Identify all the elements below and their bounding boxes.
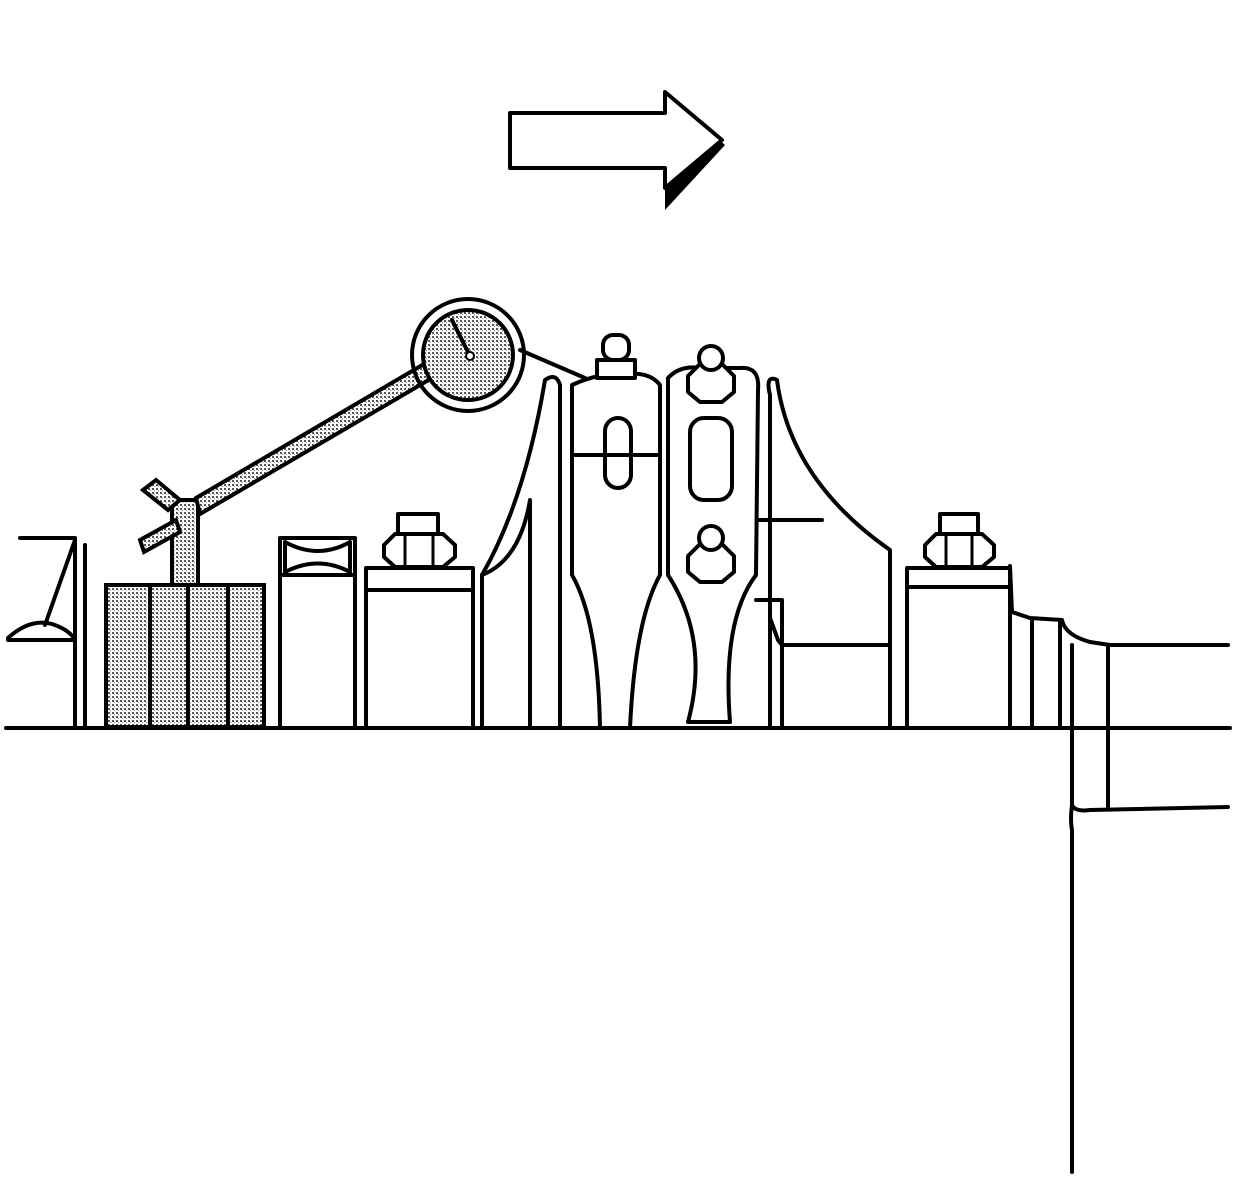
bearing-cap-plain: [278, 536, 357, 730]
rocker-support-right: [754, 376, 892, 730]
rocker-arm-left: [570, 333, 662, 730]
block-right-side: [1008, 564, 1230, 1174]
direction-arrow: [508, 90, 725, 210]
gauge-post: [137, 477, 200, 587]
gauge-base-block: [104, 583, 266, 729]
gauge-arm: [193, 361, 435, 518]
bolt-pedestal-left: [364, 512, 475, 730]
left-edge-feature: [6, 536, 87, 730]
rocker-support-left: [480, 374, 562, 730]
bolt-pedestal-right: [905, 512, 1012, 730]
dial-indicator: [410, 297, 587, 413]
rocker-arm-right: [666, 344, 761, 724]
